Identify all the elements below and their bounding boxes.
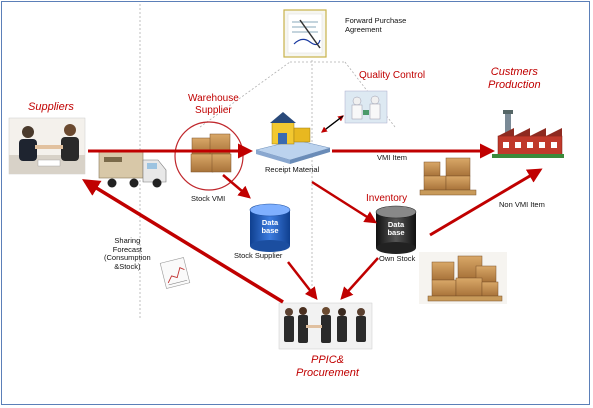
stock-supplier-label: Stock Supplier <box>234 251 283 260</box>
warehouse-supplier-line1: Warehouse <box>188 93 239 104</box>
sharing-line1: Sharing <box>114 236 141 245</box>
own-stock-label: Own Stock <box>379 254 416 263</box>
arrow-inventory-to-customers <box>429 168 543 237</box>
lab-technicians-icon <box>344 90 388 124</box>
warehouse-supplier-line2: Supplier <box>195 104 232 116</box>
own-stock-db-label: Data base <box>384 221 408 237</box>
receipt-material-label: Receipt Material <box>265 165 320 174</box>
arrow-stocksupplier-to-ppic <box>287 261 318 300</box>
stock-supplier-db-label: Data base <box>258 219 282 235</box>
contract-document-icon <box>283 9 327 58</box>
forward-purchase-line1: Forward Purchase <box>345 16 407 25</box>
forward-purchase-label: Forward Purchase Agreement <box>345 16 407 34</box>
suppliers-label: Suppliers <box>28 101 74 113</box>
quality-control-label: Quality Control <box>359 70 426 81</box>
handshake-photo-icon <box>8 117 86 175</box>
business-people-icon <box>278 302 373 350</box>
ppic-line2: Procurement <box>296 366 359 379</box>
arrow-receipt-to-owndb <box>311 180 378 224</box>
customers-line2: Production <box>488 78 541 91</box>
arrow-stockvmi-to-db <box>222 174 251 199</box>
database-cylinder-icon <box>249 203 291 252</box>
database-cylinder-icon <box>375 205 417 254</box>
arrow-owndb-to-ppic <box>340 257 379 300</box>
flow-arrows <box>82 143 543 304</box>
customers-production-label: Custmers Production <box>488 66 541 91</box>
ppic-line1: PPIC& <box>310 354 344 366</box>
sharing-forecast-label: Sharing Forecast (Consumption &Stock) <box>104 236 151 272</box>
arrow-ppic-to-suppliers <box>82 179 284 304</box>
warehouse-supplier-label: Warehouse Supplier <box>188 93 239 116</box>
warehouse-building-icon <box>255 112 331 164</box>
pallet-boxes-icon <box>419 157 477 196</box>
own-stock-db-line1: Data <box>387 220 405 229</box>
sharing-line3: (Consumption <box>104 253 151 263</box>
factory-icon <box>492 110 564 158</box>
cardboard-boxes-icon <box>190 133 232 173</box>
sharing-line2: Forecast <box>112 244 142 254</box>
pallet-boxes-icon <box>419 252 507 304</box>
non-vmi-item-label: Non VMI Item <box>499 200 545 209</box>
stock-supplier-db-line1: Data <box>261 218 279 227</box>
stock-supplier-db-line2: base <box>261 225 279 235</box>
forward-purchase-line2: Agreement <box>345 24 382 34</box>
forecast-chart-icon <box>159 257 191 289</box>
vmi-item-label: VMI Item <box>377 153 408 162</box>
ppic-procurement-label: PPIC& Procurement <box>296 354 359 379</box>
own-stock-db-line2: base <box>387 227 405 237</box>
inventory-label: Inventory <box>366 193 408 204</box>
sharing-line4: &Stock) <box>114 261 141 271</box>
delivery-truck-icon <box>98 151 167 188</box>
stock-vmi-label: Stock VMI <box>191 194 226 203</box>
customers-line1: Custmers <box>490 66 538 78</box>
